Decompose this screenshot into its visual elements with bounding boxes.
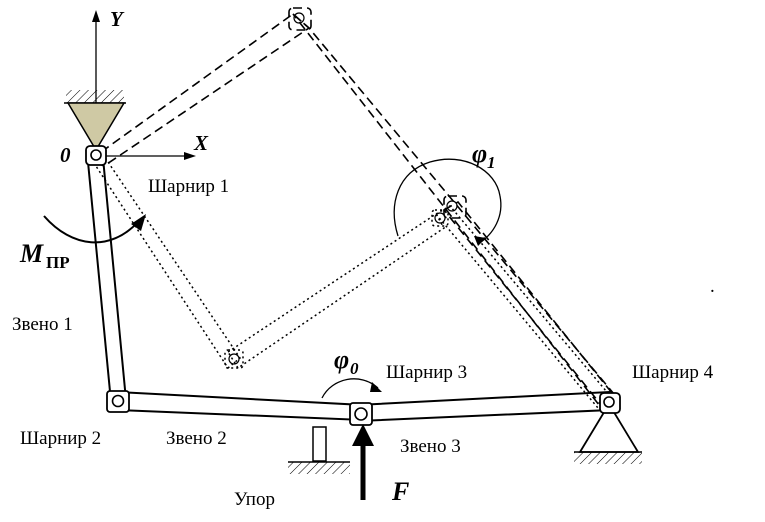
link2-label: Звено 2 [166, 428, 227, 449]
joint4-pin [599, 392, 621, 414]
dashed-link-mid [442, 200, 618, 408]
phi1-symbol: φ 1 [472, 139, 496, 172]
link1-label: Звено 1 [12, 314, 73, 335]
dashed-joint-top [288, 7, 312, 31]
force-arrow [352, 424, 374, 500]
svg-text:φ: φ [334, 345, 349, 374]
phi0-symbol: φ 0 [334, 345, 359, 378]
phi1-angle-arc [393, 158, 502, 246]
y-axis-label: Y [110, 7, 125, 31]
joint3-label: Шарнир 3 [386, 362, 467, 383]
force-symbol: F [391, 477, 409, 506]
joint2-label: Шарнир 2 [20, 428, 101, 449]
moment-symbol: M ПР [19, 239, 70, 272]
right-ground-support [574, 402, 642, 464]
link1-bar [86, 156, 128, 404]
x-axis-label: X [193, 131, 209, 155]
link3-bar [355, 390, 612, 423]
joint4-label: Шарнир 4 [632, 362, 714, 383]
dotted-link-2 [226, 212, 445, 370]
joint2-pin [106, 390, 130, 413]
joint3-pin [349, 402, 373, 426]
dotted-joint-mid [431, 209, 449, 227]
phi1-subscript: 1 [487, 153, 496, 172]
joint1-pin [85, 145, 107, 166]
phi0-angle-arc [321, 378, 382, 399]
top-ground-support [64, 90, 126, 152]
stop-label: Упор [234, 489, 275, 510]
svg-text:φ: φ [472, 139, 487, 168]
x-axis [96, 152, 196, 160]
dotted-link-1 [90, 155, 242, 370]
dashed-joint-mid [443, 195, 467, 219]
phi0-subscript: 0 [350, 359, 359, 378]
joint1-label: Шарнир 1 [148, 176, 229, 197]
link3-label: Звено 3 [400, 436, 461, 457]
moment-arrow [43, 214, 146, 244]
dotted-link-3 [434, 205, 614, 410]
svg-text:M: M [19, 239, 44, 268]
stray-dot: . [710, 276, 715, 297]
moment-subscript: ПР [46, 253, 70, 272]
dotted-joint-lower [224, 349, 244, 369]
link2-bar [117, 390, 364, 422]
origin-label: 0 [60, 143, 71, 167]
stop-block [288, 426, 350, 474]
